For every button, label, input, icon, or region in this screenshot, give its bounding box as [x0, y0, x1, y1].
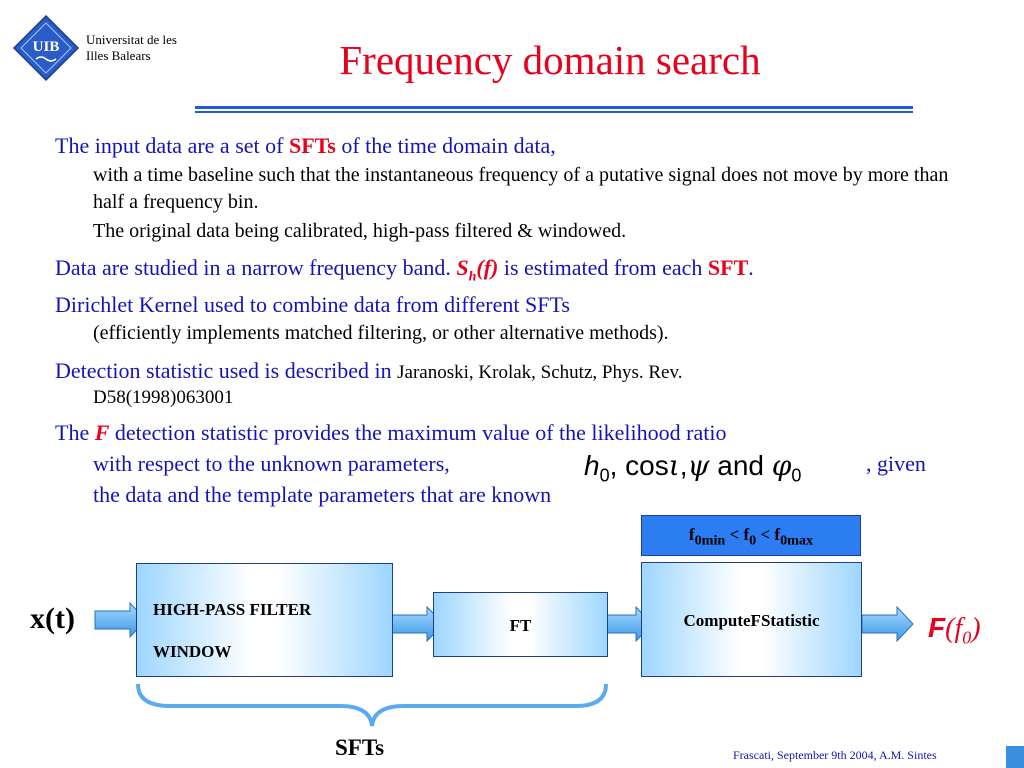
sh-symbol: Sh(f) — [456, 255, 499, 285]
title-rule-bottom — [195, 111, 913, 113]
highpass-filter-window-box: HIGH-PASS FILTER WINDOW — [136, 563, 393, 677]
sfts-brace-label: SFTs — [335, 735, 385, 760]
bullet-input-sub-1: with a time baseline such that the insta… — [93, 164, 949, 213]
bullet-f-statistic: The F detection statistic provides the m… — [55, 420, 727, 445]
box-window-label: WINDOW — [153, 642, 232, 661]
bullet-input-sub-2: The original data being calibrated, high… — [93, 220, 627, 242]
f-symbol: F — [94, 420, 110, 445]
arrow-output — [861, 605, 914, 643]
bullet-f-statistic-line-2: with respect to the unknown parameters, — [93, 451, 450, 476]
reference-line-2: D58(1998)063001 — [93, 387, 234, 408]
frequency-range-box: f0min < f0 < f0max — [641, 515, 861, 556]
sfts-emphasis: SFTs — [288, 133, 336, 158]
reference-line-1: Jaranoski, Krolak, Schutz, Phys. Rev. — [397, 362, 683, 383]
sfts-brace — [136, 683, 608, 727]
footer-text: Frascati, September 9th 2004, A.M. Sinte… — [733, 748, 937, 762]
bullet-detection-statistic: Detection statistic used is described in… — [55, 358, 683, 383]
uib-logo: UIB — [12, 14, 80, 82]
bullet-frequency-band: Data are studied in a narrow frequency b… — [55, 255, 754, 285]
output-f-statistic-label: F(f0) — [928, 612, 981, 648]
bullet-dirichlet-sub: (efficiently implements matched filterin… — [93, 322, 669, 344]
bullet-dirichlet: Dirichlet Kernel used to combine data fr… — [55, 292, 570, 317]
unknown-parameters-formula: h0, cosι,ψ and φ0 — [584, 449, 802, 486]
box-highpass-label: HIGH-PASS FILTER — [153, 600, 312, 619]
bullet-f-statistic-line-3: the data and the template parameters tha… — [93, 482, 552, 507]
logo-text: UIB — [33, 39, 60, 55]
corner-decoration — [1006, 746, 1024, 768]
ft-box: FT — [433, 592, 608, 657]
compute-fstatistic-box: ComputeFStatistic — [641, 562, 862, 677]
university-name: Universitat de les Illes Balears — [86, 32, 177, 64]
input-signal-label: x(t) — [30, 602, 75, 635]
sft-emphasis: SFT — [707, 255, 749, 280]
university-line-2: Illes Balears — [86, 48, 151, 63]
university-line-1: Universitat de les — [86, 32, 177, 47]
title-rule-top — [195, 106, 913, 109]
slide-title: Frequency domain search — [339, 37, 761, 83]
bullet-input-data: The input data are a set of SFTs of the … — [55, 133, 556, 158]
bullet-f-statistic-given: , given — [866, 451, 926, 476]
